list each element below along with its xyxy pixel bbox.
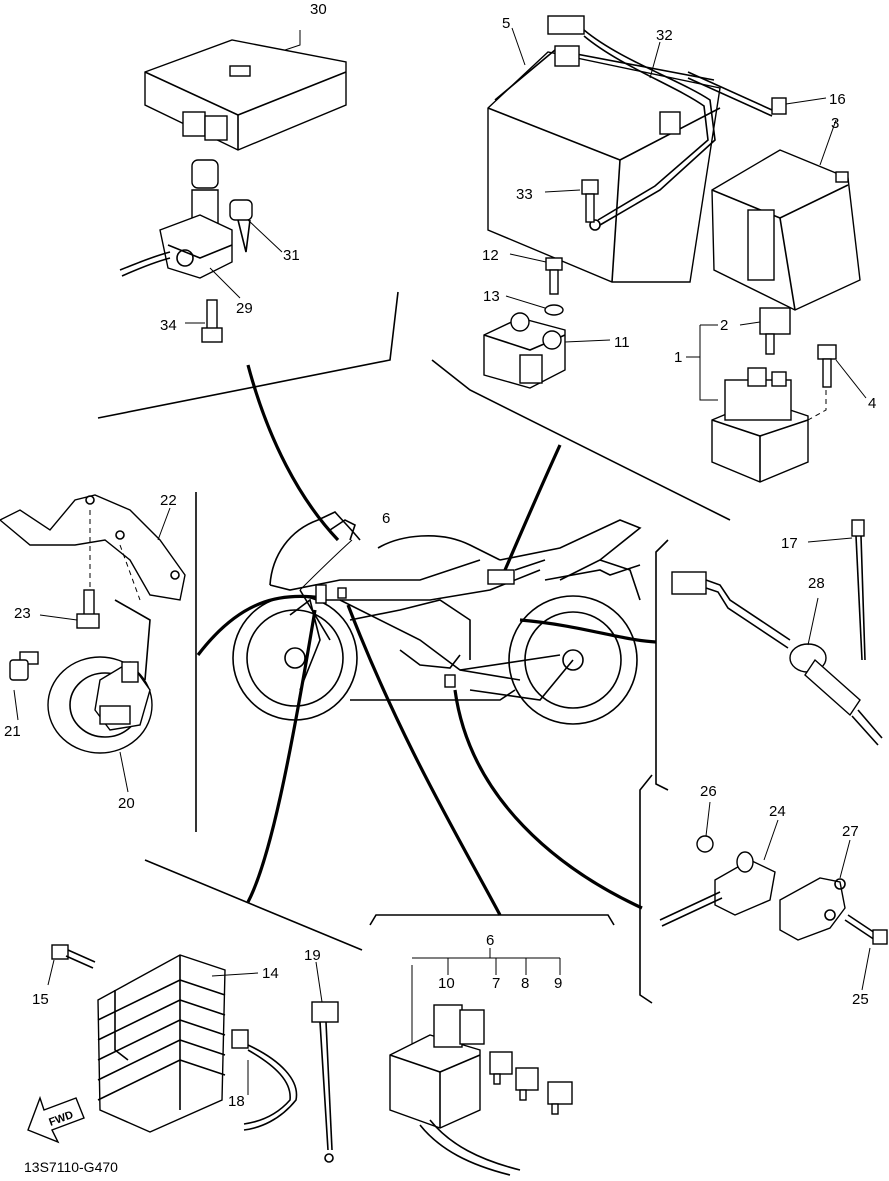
part-10-fuse	[433, 1004, 485, 1048]
label-8: 8	[521, 975, 529, 992]
part-2-fuse	[739, 307, 791, 355]
label-9: 9	[554, 975, 562, 992]
label-29: 29	[236, 300, 253, 317]
part-14-rectifier	[97, 954, 259, 1133]
label-22: 22	[160, 492, 177, 509]
leader-curves	[196, 364, 657, 916]
part-24-sensor	[659, 819, 779, 927]
label-21: 21	[4, 723, 21, 740]
label-24: 24	[769, 803, 786, 820]
part-21-bolt	[9, 651, 39, 721]
label-14: 14	[262, 965, 279, 982]
part-23-bolt	[39, 589, 100, 629]
part-19-clamp	[311, 961, 339, 1163]
part-11-starter-relay	[483, 312, 611, 389]
label-33: 33	[516, 186, 533, 203]
part-32-cable	[547, 15, 716, 231]
part-17-band	[807, 519, 866, 661]
label-20: 20	[118, 795, 135, 812]
fwd-arrow: FWD	[27, 1095, 85, 1144]
label-30: 30	[310, 1, 327, 18]
part-number-labels: 30 5 32 16 3 33 31 12 13 29 34 2 11 1 4 …	[4, 1, 876, 1110]
part-30-ecu	[144, 30, 347, 151]
label-7: 7	[492, 975, 500, 992]
part-34-bolt	[185, 299, 223, 343]
part-33-bolt	[544, 179, 599, 223]
part-4-bolt	[807, 344, 867, 421]
label-13: 13	[483, 288, 500, 305]
part-16-cable	[687, 71, 827, 117]
label-12: 12	[482, 247, 499, 264]
label-11: 11	[614, 334, 630, 351]
label-28: 28	[808, 575, 825, 592]
label-10: 10	[438, 975, 455, 992]
label-1: 1	[674, 349, 682, 366]
label-4: 4	[868, 395, 876, 412]
part-18-band	[231, 1029, 298, 1131]
label-32: 32	[656, 27, 673, 44]
part-6-fuse-box	[389, 948, 561, 1176]
label-18: 18	[228, 1093, 245, 1110]
section-brackets	[97, 291, 731, 1004]
part-27-bracket	[779, 839, 851, 941]
label-15: 15	[32, 991, 49, 1008]
label-5: 5	[502, 15, 510, 32]
part-1-relay	[686, 324, 809, 483]
label-6b: 6	[486, 932, 494, 949]
part-13-washer	[505, 295, 564, 316]
motorcycle-outline	[232, 511, 642, 725]
label-17: 17	[781, 535, 798, 552]
label-34: 34	[160, 317, 177, 334]
label-23: 23	[14, 605, 31, 622]
part-12-bolt	[509, 253, 563, 295]
label-2: 2	[720, 317, 728, 334]
part-15-bolt	[47, 944, 96, 986]
label-31: 31	[283, 247, 300, 264]
label-19: 19	[304, 947, 321, 964]
diagram-code: 13S7110-G470	[24, 1159, 118, 1175]
part-3-cover	[711, 119, 861, 311]
label-3: 3	[831, 115, 839, 132]
label-27: 27	[842, 823, 859, 840]
part-9-fuse	[547, 1081, 573, 1115]
label-26: 26	[700, 783, 717, 800]
part-29-main-switch	[119, 159, 283, 299]
part-8-fuse	[515, 1067, 539, 1101]
label-6a: 6	[382, 510, 390, 527]
part-22-bracket	[0, 494, 186, 601]
label-25: 25	[852, 991, 869, 1008]
part-26-nut	[696, 801, 714, 853]
part-20-horn	[47, 599, 153, 793]
part-7-fuse	[489, 1051, 513, 1085]
part-25-bolt	[844, 914, 888, 991]
label-16: 16	[829, 91, 846, 108]
part-28-sensor	[671, 571, 883, 746]
part-5-battery	[487, 27, 721, 283]
